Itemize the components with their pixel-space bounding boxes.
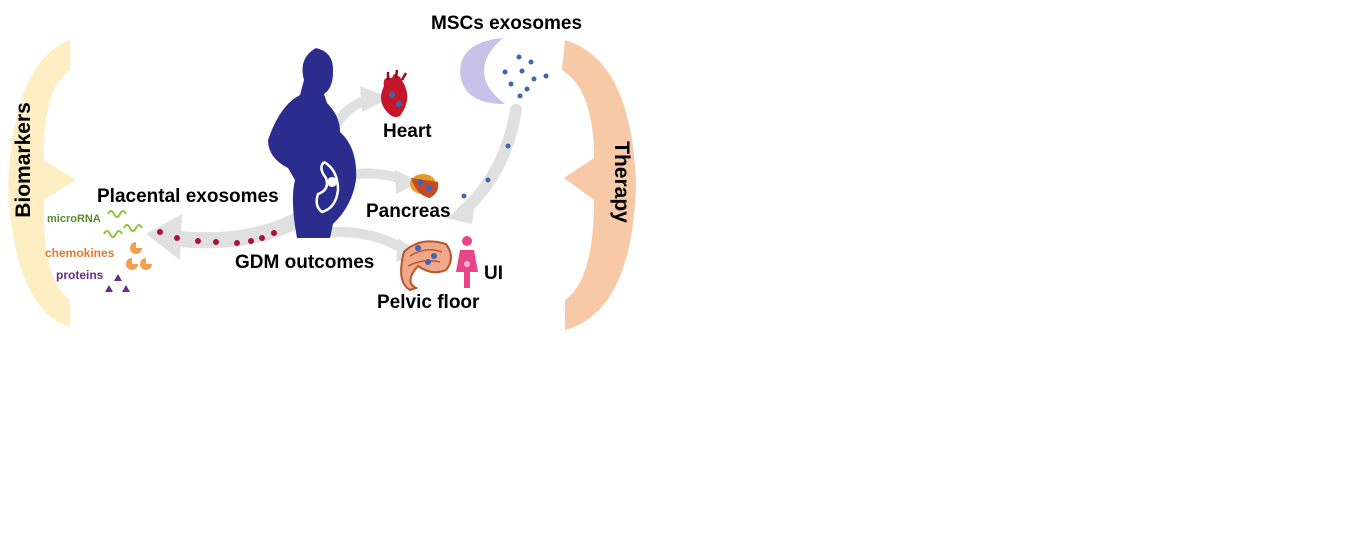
proteins-label: proteins [56, 268, 104, 282]
pancreas-icon [410, 174, 439, 198]
heart-organ-icon [381, 69, 408, 117]
gdm-outcomes-label: GDM outcomes [235, 252, 374, 273]
msc-exosomes-label: MSCs exosomes [431, 13, 582, 34]
ui-label: UI [484, 263, 503, 284]
pancreas-label: Pancreas [366, 201, 451, 222]
biomarkers-label: Biomarkers [12, 102, 35, 218]
pregnant-woman-silhouette [268, 48, 357, 238]
heart-label: Heart [383, 121, 432, 142]
chemokine-icon [126, 242, 152, 270]
arrow-msc-to-pancreas [456, 104, 522, 218]
msc-exosome-dots [461, 54, 549, 199]
biomarkers-bracket [8, 40, 76, 327]
microrna-label: microRNA [47, 213, 101, 225]
protein-triangle-icon [105, 274, 130, 292]
placental-exosome-dots [157, 229, 277, 246]
fetus-icon [315, 160, 340, 214]
woman-figure-icon [456, 236, 478, 288]
placental-exosomes-label: Placental exosomes [97, 186, 279, 207]
therapy-label: Therapy [610, 141, 633, 223]
pelvic-floor-muscle-icon [400, 240, 452, 292]
chemokines-label: chemokines [45, 246, 115, 260]
therapy-bracket [562, 40, 636, 330]
microrna-wave-icon [103, 210, 143, 238]
pelvic-floor-label: Pelvic floor [377, 292, 480, 313]
arrow-to-pelvic [325, 226, 413, 257]
msc-vesicle-icon [460, 38, 505, 104]
